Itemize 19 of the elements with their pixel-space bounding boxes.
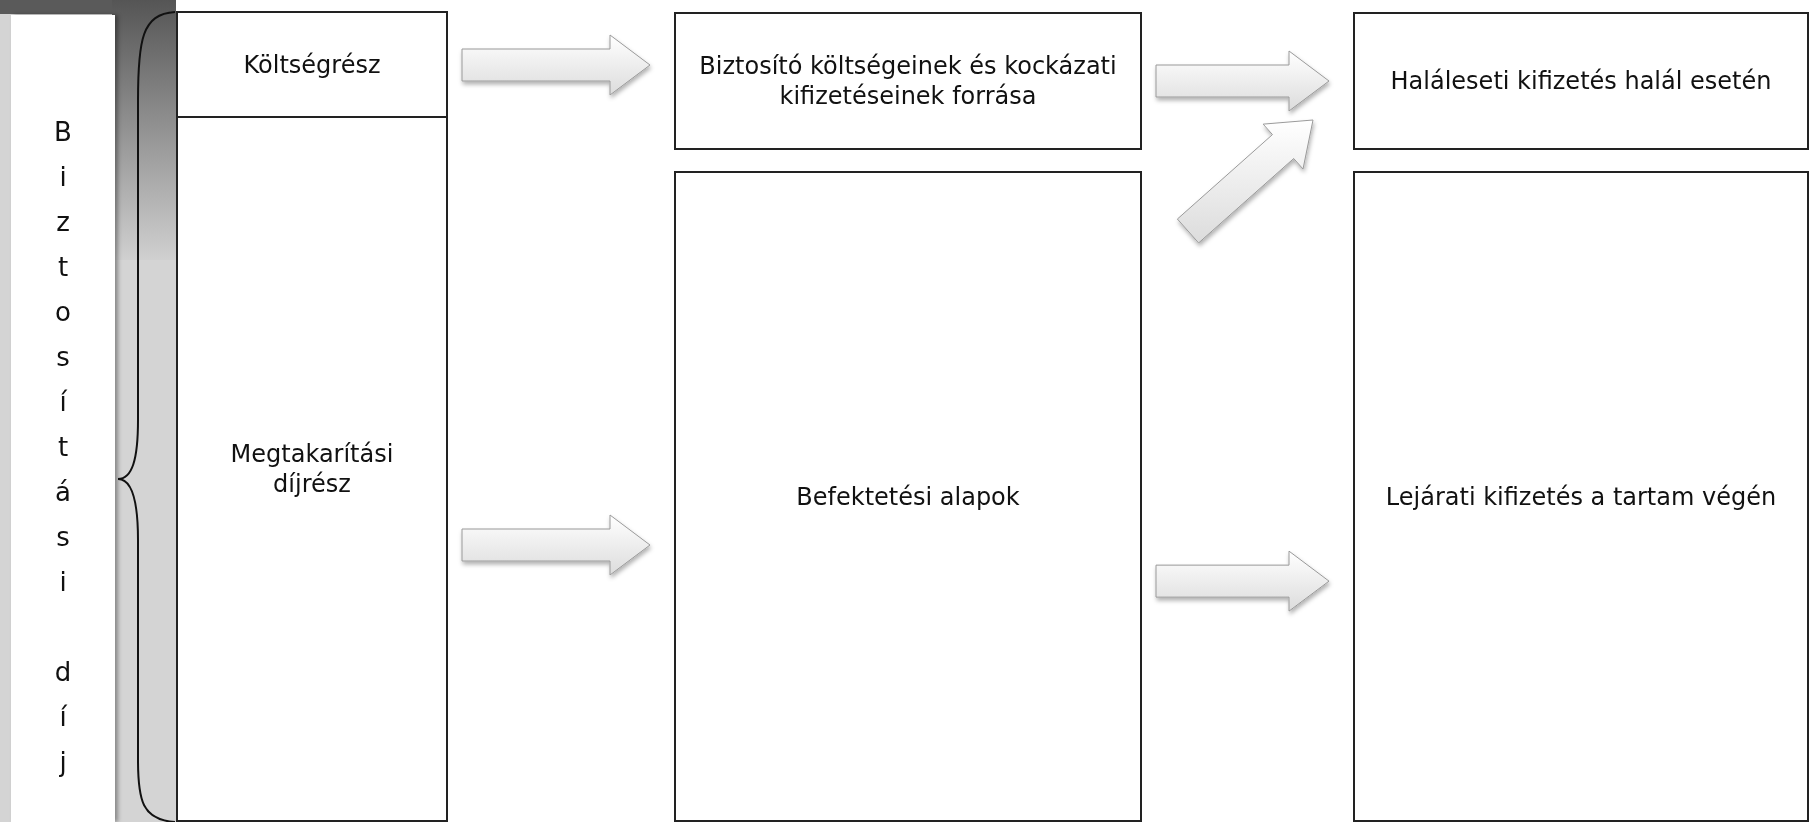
block-arrow	[1176, 119, 1314, 244]
label-panel	[11, 15, 115, 822]
box-label: Biztosító költségeinek és kockázati kifizetéseinek forrása	[698, 51, 1118, 111]
block-arrow	[461, 34, 651, 96]
process-box	[674, 171, 1142, 822]
block-arrow	[1155, 50, 1330, 112]
process-box	[176, 11, 448, 118]
process-box	[176, 116, 448, 822]
process-box	[1353, 12, 1809, 150]
box-label: Haláleseti kifizetés halál esetén	[1390, 66, 1772, 96]
box-label: Lejárati kifizetés a tartam végén	[1385, 481, 1777, 512]
process-box	[1353, 171, 1809, 822]
block-arrow	[461, 514, 651, 576]
box-label: Költségrész	[243, 49, 381, 80]
vertical-label: Biztosítási díj	[54, 116, 72, 779]
block-arrow	[1155, 550, 1330, 612]
box-label: Befektetési alapok	[796, 481, 1020, 512]
box-label: Megtakarítási díjrész	[229, 439, 395, 499]
process-box	[674, 12, 1142, 150]
